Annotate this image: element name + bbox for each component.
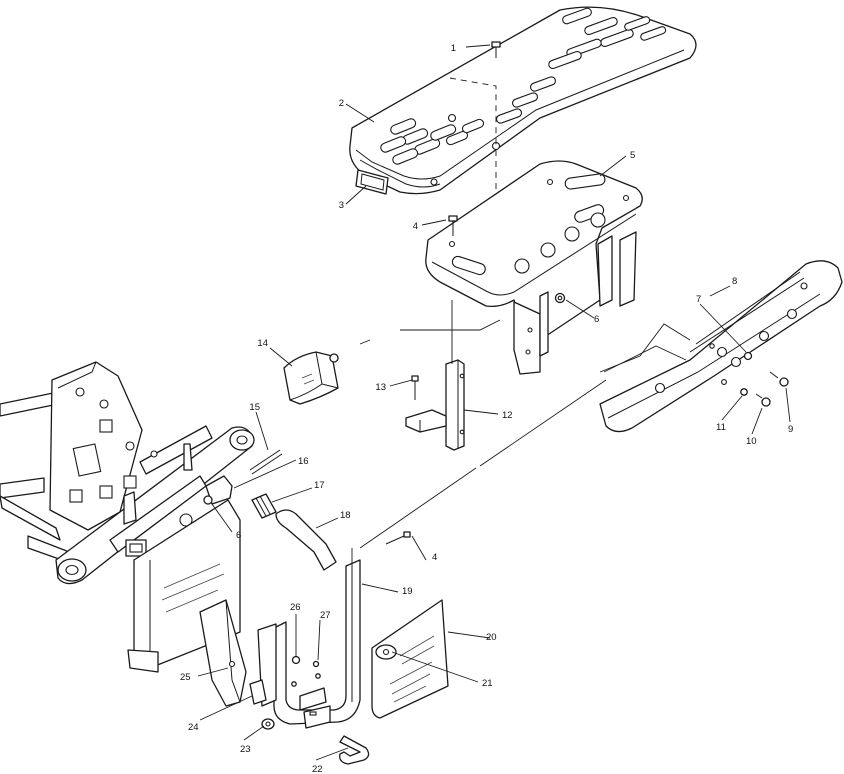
callout-9: 9	[788, 424, 793, 435]
bolt-9	[769, 371, 789, 387]
callout-1: 1	[451, 43, 456, 54]
callout-3: 3	[339, 200, 344, 211]
callout-25: 25	[180, 672, 191, 683]
callout-22: 22	[312, 764, 323, 774]
callout-6-lower: 6	[236, 530, 241, 541]
u-bracket-19	[257, 559, 361, 729]
fastener-27	[312, 660, 321, 679]
vehicle-frame	[0, 361, 255, 673]
upper-rack	[349, 6, 697, 195]
rack-slots	[380, 7, 667, 186]
callout-10: 10	[746, 436, 757, 447]
leader-lines	[197, 44, 791, 761]
callout-4-lower: 4	[432, 552, 437, 563]
bumper-8	[599, 260, 843, 433]
callout-20: 20	[486, 632, 497, 643]
coupler-17	[251, 493, 277, 519]
hook-22	[339, 735, 370, 765]
bolt-4-lower	[385, 531, 411, 545]
callout-labels: 1 2 3 4 4 5 6 6 7 8 9 10 11 12 13 14 15 …	[180, 43, 793, 774]
pin-15	[249, 449, 283, 475]
callout-7: 7	[696, 294, 701, 305]
callout-13: 13	[375, 382, 386, 393]
callout-24: 24	[188, 722, 199, 733]
rack-support-5	[425, 160, 643, 375]
bolt-10	[755, 393, 771, 407]
bolt-13	[411, 375, 419, 400]
callout-26: 26	[290, 602, 301, 613]
support-post-12	[405, 359, 465, 451]
callout-19: 19	[402, 586, 413, 597]
callout-11: 11	[716, 422, 726, 433]
bracket-16	[203, 475, 233, 505]
callout-2: 2	[339, 98, 344, 109]
bolt-1	[491, 41, 501, 58]
callout-17: 17	[314, 480, 325, 491]
callout-27: 27	[320, 610, 331, 621]
tube-18	[275, 509, 337, 571]
callout-4-upper: 4	[413, 221, 418, 232]
plate-20	[371, 599, 449, 719]
callout-18: 18	[340, 510, 351, 521]
component-14	[283, 351, 339, 405]
callout-8: 8	[732, 276, 737, 287]
bolt-4-upper	[448, 215, 458, 236]
washer-21	[375, 644, 397, 660]
callout-5: 5	[630, 150, 635, 161]
callout-23: 23	[240, 744, 251, 755]
nut-23	[261, 718, 275, 730]
spacer-24	[249, 679, 267, 705]
callout-12: 12	[502, 410, 513, 421]
fastener-26	[291, 655, 301, 687]
callout-16: 16	[298, 456, 309, 467]
nut-6-upper	[554, 292, 566, 304]
callout-14: 14	[257, 338, 268, 349]
washer-11	[721, 379, 748, 396]
hardware-7	[743, 351, 753, 361]
callout-6-upper: 6	[594, 314, 599, 325]
callout-15: 15	[249, 402, 260, 413]
callout-21: 21	[482, 678, 493, 689]
